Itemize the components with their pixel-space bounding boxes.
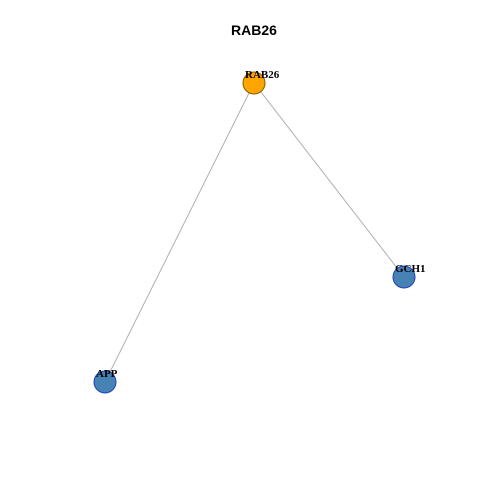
node-circle-rab26 bbox=[242, 71, 266, 95]
node-app: APP bbox=[93, 368, 118, 394]
node-circle-app bbox=[93, 370, 117, 394]
node-label-gch1: GCH1 bbox=[395, 263, 426, 275]
node-rab26: RAB26 bbox=[242, 69, 280, 95]
node-circle-gch1 bbox=[392, 265, 416, 289]
node-label-rab26: RAB26 bbox=[245, 69, 280, 81]
edge-rab26-gch1 bbox=[253, 82, 405, 278]
edges-layer bbox=[104, 82, 405, 383]
node-gch1: GCH1 bbox=[392, 263, 426, 289]
diagram-title: RAB26 bbox=[231, 22, 277, 38]
edge-rab26-app bbox=[104, 82, 255, 383]
node-label-app: APP bbox=[96, 368, 118, 380]
